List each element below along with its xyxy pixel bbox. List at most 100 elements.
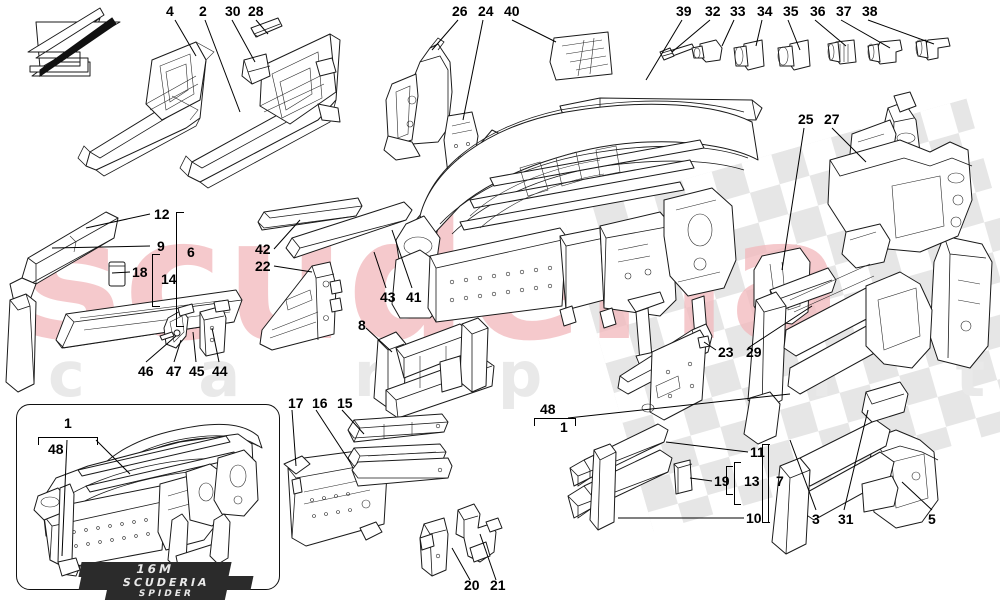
group-bracket-13 [734, 462, 735, 504]
callout-18: 18 [132, 264, 148, 280]
callout-38: 38 [862, 3, 878, 19]
callout-43: 43 [380, 289, 396, 305]
part-15-thin-rail [347, 413, 449, 443]
callout-22: 22 [255, 258, 271, 274]
callout-40: 40 [504, 3, 520, 19]
group-bracket-19 [726, 466, 727, 494]
callout-16: 16 [312, 395, 328, 411]
main-chassis-assembly [391, 97, 763, 367]
callout-30: 30 [225, 3, 241, 19]
callout-13: 13 [744, 473, 760, 489]
callout-2: 2 [199, 3, 207, 19]
fastener-32 [691, 39, 723, 63]
callout-31: 31 [838, 511, 854, 527]
callout-33: 33 [730, 3, 746, 19]
part-28-small-bar [250, 17, 283, 38]
callout-19: 19 [714, 473, 730, 489]
callout-6: 6 [187, 244, 195, 260]
callout-7: 7 [776, 473, 784, 489]
callout-24: 24 [478, 3, 494, 19]
part-13-upright [589, 443, 617, 531]
fastener-34 [777, 39, 811, 71]
part-16-thin-rail [347, 443, 453, 487]
callout-45: 45 [189, 363, 205, 379]
part-8-front-subframe [373, 317, 495, 419]
fastener-33 [733, 39, 765, 71]
forward-direction-arrow-icon [27, 7, 121, 77]
badge-line-scuderia: SCUDERIA [78, 576, 254, 590]
group-bracket-14 [152, 254, 153, 306]
group-bracket-6-top [176, 212, 184, 213]
callout-14: 14 [161, 271, 177, 287]
fastener-35 [827, 39, 857, 65]
group-bracket-19-top [726, 466, 733, 467]
part-25-side-panel [929, 235, 993, 369]
inset-body-shell-drawing [33, 423, 263, 577]
part-21-bracket [455, 503, 503, 563]
callout-17: 17 [288, 395, 304, 411]
callout-9: 9 [157, 238, 165, 254]
group-bracket-1-inset [38, 437, 98, 445]
callout-25: 25 [798, 111, 814, 127]
callout-23: 23 [718, 344, 734, 360]
group-bracket-19-bottom [726, 494, 733, 495]
group-bracket-7 [768, 444, 769, 522]
callout-26: 26 [452, 3, 468, 19]
callout-1-center: 1 [560, 419, 568, 435]
part-18-small-plate [108, 261, 126, 287]
fastener-38 [915, 37, 951, 61]
callout-11: 11 [750, 444, 765, 460]
callout-10: 10 [746, 510, 762, 526]
callout-48-inset: 48 [48, 441, 64, 457]
callout-29: 29 [746, 344, 762, 360]
callout-48-center: 48 [540, 401, 556, 417]
group-bracket-6 [176, 212, 177, 326]
callout-15: 15 [337, 395, 353, 411]
callout-1-inset: 1 [64, 415, 72, 431]
group-bracket-13-top [734, 462, 741, 463]
callout-27: 27 [824, 111, 840, 127]
group-bracket-6-bottom [176, 326, 184, 327]
callout-34: 34 [757, 3, 773, 19]
group-bracket-14-top [152, 254, 160, 255]
callout-28: 28 [248, 3, 264, 19]
callout-21: 21 [490, 577, 506, 593]
part-4-front-inner-fender-lh [77, 41, 215, 177]
callout-4: 4 [166, 3, 174, 19]
callout-47: 47 [166, 363, 182, 379]
model-badge: 16M SCUDERIA SPIDER [78, 562, 258, 600]
callout-39: 39 [676, 3, 692, 19]
callout-35: 35 [783, 3, 799, 19]
callout-5: 5 [928, 511, 936, 527]
callout-42: 42 [255, 241, 271, 257]
part-23-side-rail-plate [617, 323, 713, 421]
callout-46: 46 [138, 363, 154, 379]
group-bracket-14-bottom [152, 306, 160, 307]
callout-36: 36 [810, 3, 826, 19]
fastener-39 [659, 43, 695, 61]
badge-line-spider: SPIDER [104, 589, 228, 600]
part-22-triangular-bulkhead [259, 261, 343, 351]
callout-32: 32 [705, 3, 721, 19]
part-2-front-inner-fender-rh [179, 33, 341, 189]
group-bracket-7-bottom [762, 522, 770, 523]
group-bracket-7-spine [762, 444, 763, 522]
group-bracket-1-center [534, 418, 576, 426]
part-19-small-block [673, 459, 693, 495]
part-40-panel-40 [549, 31, 613, 81]
part-20-bracket [419, 517, 449, 577]
group-bracket-13-bottom [734, 504, 741, 505]
callout-41: 41 [406, 289, 422, 305]
part-5-rh-lower-frame [771, 381, 939, 555]
part-12-longitudinal-rail [9, 211, 119, 303]
callout-37: 37 [836, 3, 852, 19]
callout-12: 12 [154, 206, 170, 222]
part-9-lower-rail [5, 289, 243, 393]
callout-8: 8 [358, 317, 366, 333]
fastener-36 [867, 39, 903, 65]
part-26-a-pillar-reinforcement [383, 37, 453, 161]
badge-line-16m: 16M [78, 562, 232, 577]
callout-20: 20 [464, 577, 480, 593]
